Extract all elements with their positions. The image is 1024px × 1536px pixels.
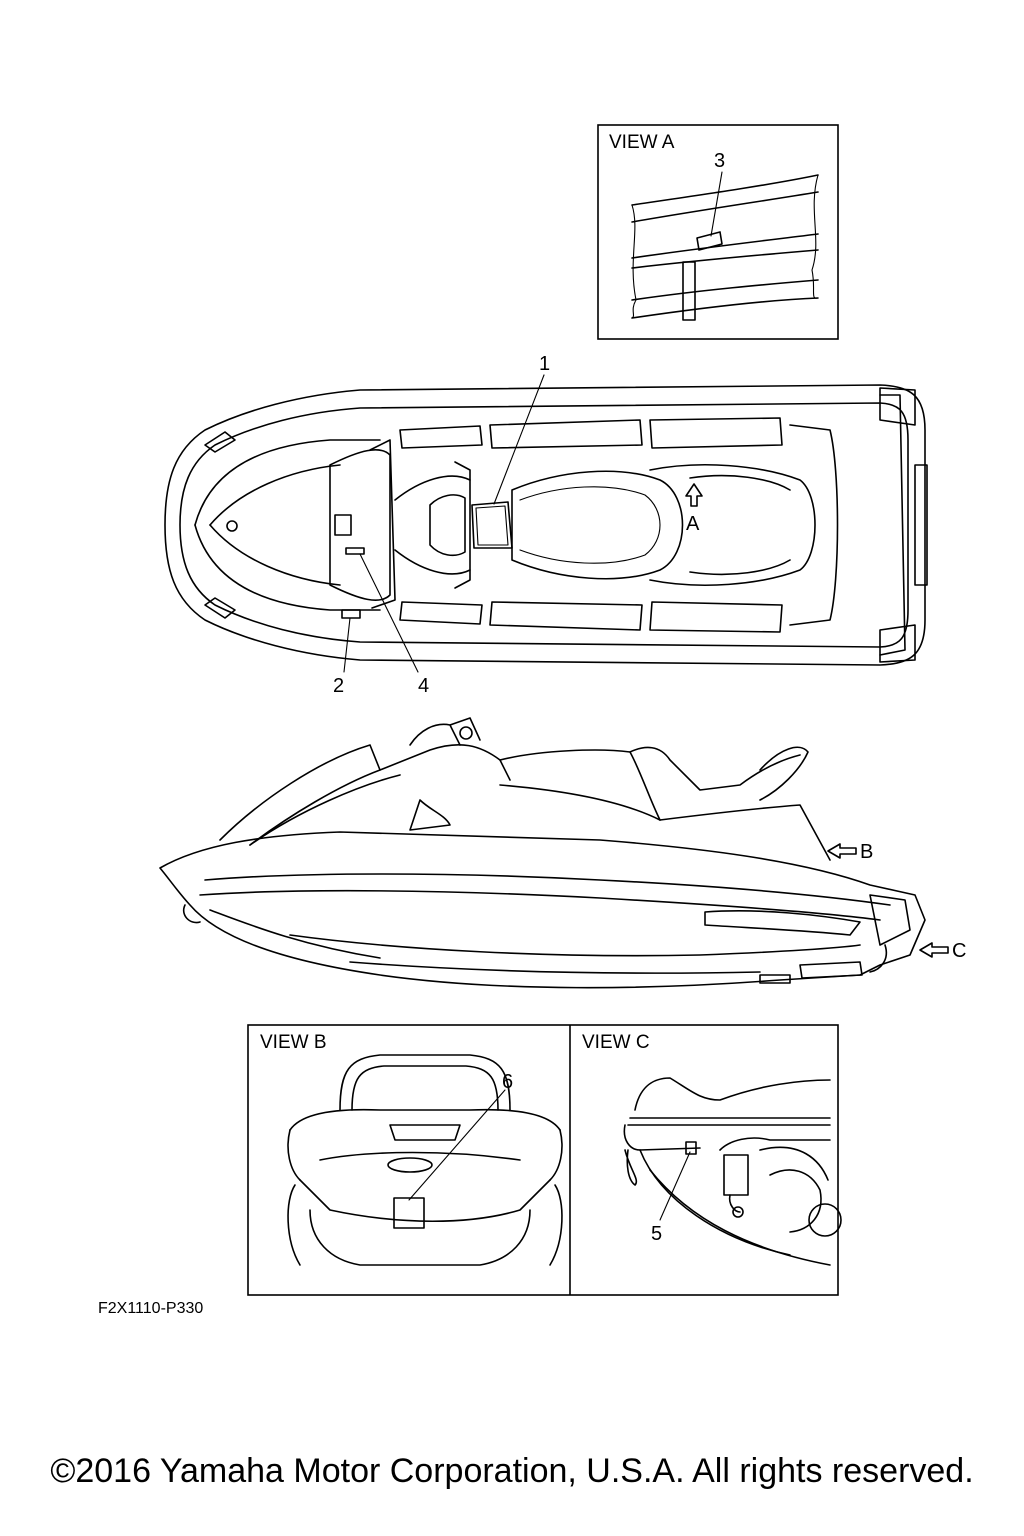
top-hull-outline (164, 384, 926, 666)
label-5-decal (685, 1141, 697, 1155)
view-c: VIEW C 5 (582, 1032, 842, 1266)
label-2-decal (341, 609, 361, 619)
view-b-c-panel: VIEW B 6 VIEW C (247, 1024, 842, 1296)
label-6-decal (393, 1197, 425, 1229)
callout-5: 5 (651, 1223, 662, 1245)
view-b-title: VIEW B (260, 1032, 327, 1053)
label-4-decal (345, 547, 365, 555)
callout-2: 2 (333, 675, 344, 697)
leader-3 (710, 171, 723, 237)
view-a-marker: A (686, 513, 700, 535)
side-view: B C (159, 717, 966, 989)
side-hull-outline (159, 831, 926, 989)
leader-4 (359, 553, 419, 673)
view-a-frame (597, 124, 839, 340)
callout-1: 1 (539, 353, 550, 375)
label-3-decal (696, 231, 723, 251)
view-b-c-frame (247, 1024, 839, 1296)
view-a-title: VIEW A (609, 132, 675, 153)
view-b: VIEW B 6 (260, 1032, 563, 1266)
view-a-post (682, 261, 696, 321)
view-c-arrow (919, 942, 949, 958)
view-a-hull-detail: 3 (631, 150, 819, 321)
figure-code: F2X1110-P330 (98, 1300, 204, 1317)
leader-5 (659, 1151, 691, 1221)
view-a-arrow (685, 483, 703, 507)
leader-6 (408, 1089, 506, 1201)
view-a-panel: VIEW A 3 (597, 124, 839, 340)
leader-1 (493, 374, 545, 505)
leader-2 (343, 617, 351, 673)
callout-6: 6 (502, 1071, 513, 1093)
callout-4: 4 (418, 675, 429, 697)
view-c-title: VIEW C (582, 1032, 650, 1053)
view-c-marker: C (952, 940, 966, 962)
copyright-notice: ©2016 Yamaha Motor Corporation, U.S.A. A… (50, 1452, 974, 1490)
view-b-arrow (827, 843, 857, 859)
callout-3: 3 (714, 150, 725, 172)
top-view: A 1 2 4 (164, 353, 928, 697)
view-b-marker: B (860, 841, 873, 863)
